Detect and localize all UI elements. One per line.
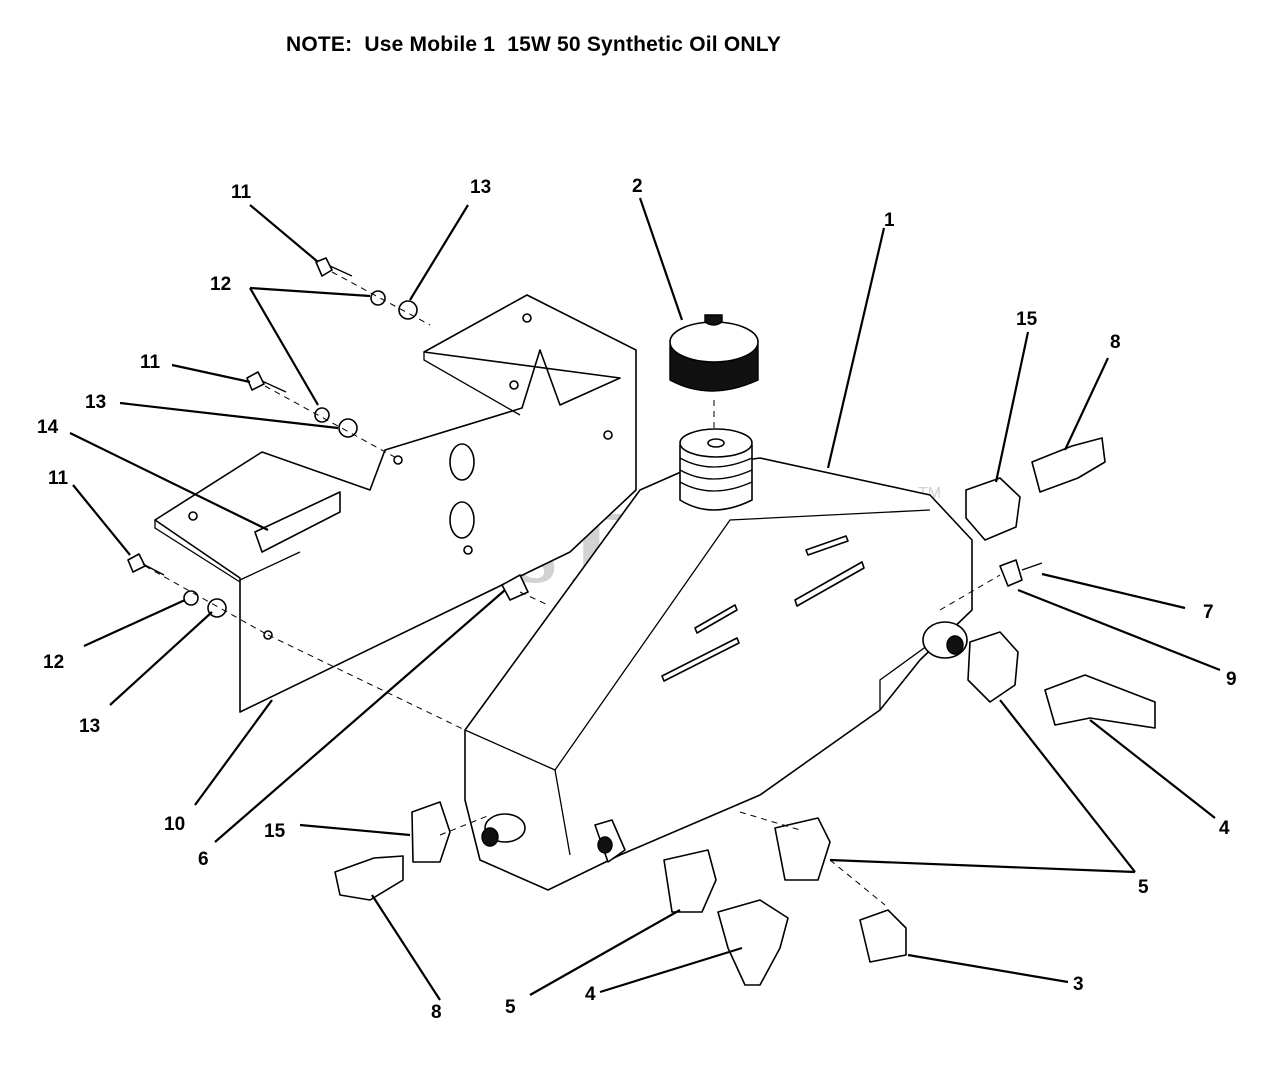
callout-labels: 1 2 3 4 4 5 5 6 7 8 8 9 10 11 11 11 12 1… xyxy=(37,176,1237,1023)
callout-10: 10 xyxy=(164,814,185,835)
tank-ports xyxy=(481,621,968,863)
callout-8a: 8 xyxy=(1110,332,1121,353)
callout-14: 14 xyxy=(37,417,59,438)
fittings[interactable] xyxy=(334,437,1156,986)
callout-13a: 13 xyxy=(470,177,491,198)
callout-9: 9 xyxy=(1226,669,1237,690)
callout-5a: 5 xyxy=(1138,877,1149,898)
callout-4b: 4 xyxy=(585,984,596,1005)
callout-11a: 11 xyxy=(231,182,252,203)
callout-5b: 5 xyxy=(505,997,516,1018)
callout-11c: 11 xyxy=(48,468,69,489)
callout-11b: 11 xyxy=(140,352,161,373)
callout-13c: 13 xyxy=(79,716,100,737)
callout-8b: 8 xyxy=(431,1002,442,1023)
mounting-bracket[interactable] xyxy=(154,294,637,713)
hardware[interactable] xyxy=(127,257,529,618)
callout-2: 2 xyxy=(632,176,643,197)
callout-15b: 15 xyxy=(264,821,286,842)
callout-12b: 12 xyxy=(43,652,64,673)
oil-note: NOTE: Use Mobile 1 15W 50 Synthetic Oil … xyxy=(286,33,782,56)
leader-lines xyxy=(69,197,1221,1001)
oil-tank[interactable] xyxy=(464,457,973,891)
filler-neck xyxy=(679,428,753,511)
callout-4a: 4 xyxy=(1219,818,1230,839)
assembly-lines xyxy=(144,271,1001,906)
callout-6: 6 xyxy=(198,849,209,870)
callout-15a: 15 xyxy=(1016,309,1038,330)
callout-13b: 13 xyxy=(85,392,106,413)
callout-7: 7 xyxy=(1203,602,1214,623)
callout-12a: 12 xyxy=(210,274,231,295)
callout-3: 3 xyxy=(1073,974,1084,995)
filler-cap[interactable] xyxy=(669,314,759,392)
tank-slots xyxy=(661,535,865,682)
callout-1: 1 xyxy=(884,210,895,231)
